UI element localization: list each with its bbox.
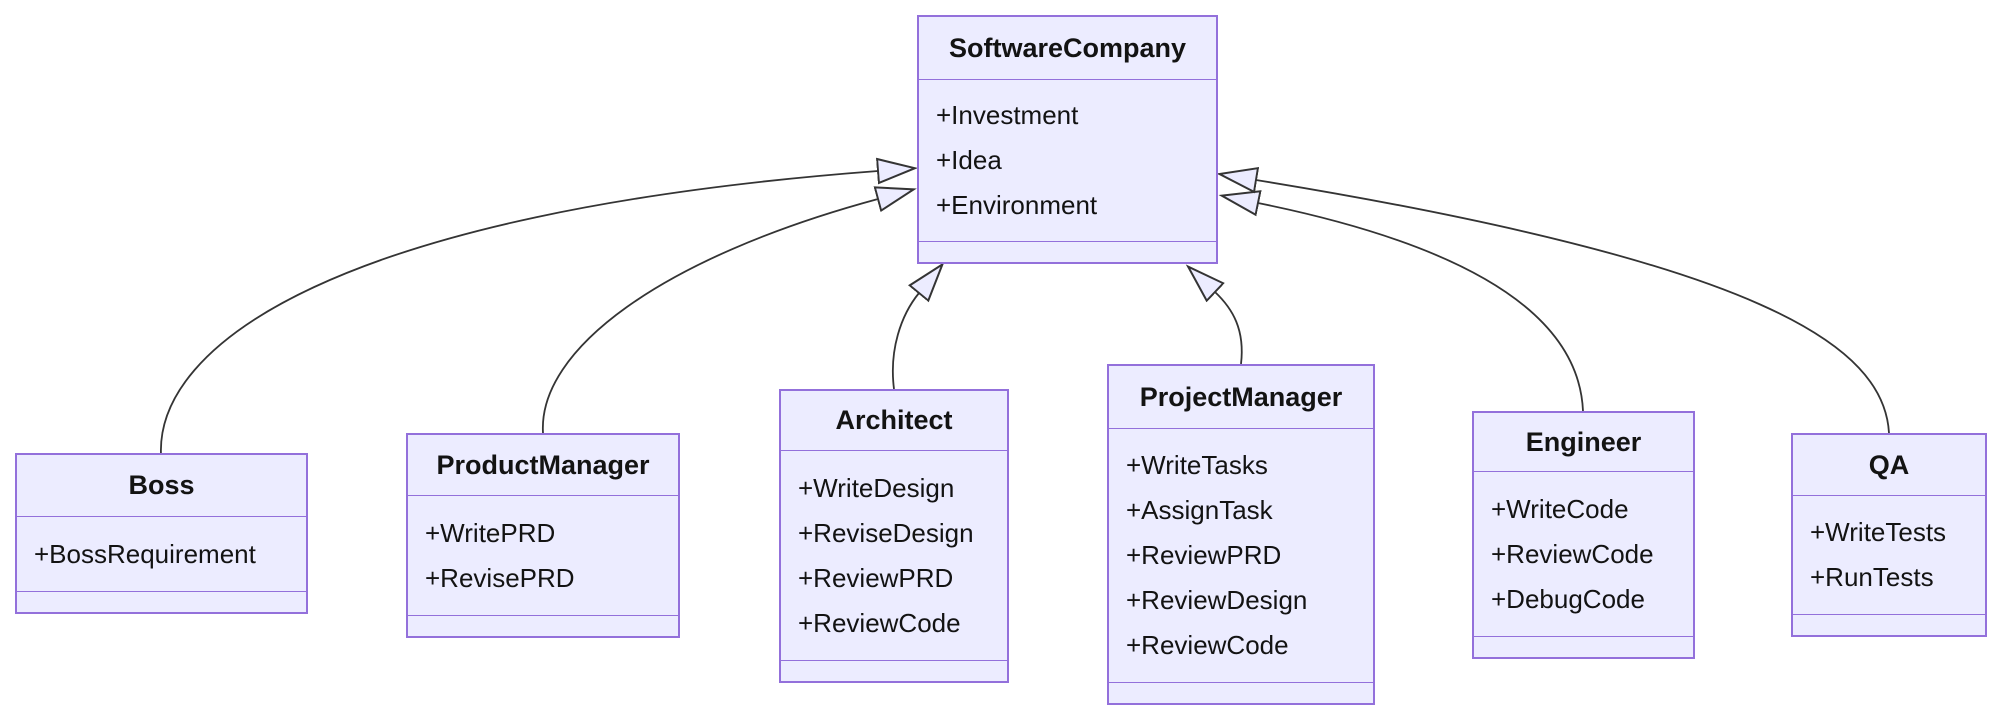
class-title: Architect: [781, 391, 1007, 451]
class-methods-empty: [17, 592, 306, 612]
class-methods-empty: [919, 242, 1216, 262]
edge-architect-to-softwarecompany: [891, 261, 945, 390]
class-title: ProjectManager: [1109, 366, 1373, 429]
edge-productmanager-to-softwarecompany: [542, 186, 917, 434]
class-members: +WriteDesign +ReviseDesign +ReviewPRD +R…: [781, 451, 1007, 661]
class-members: +BossRequirement: [17, 517, 306, 592]
class-member: +ReviewDesign: [1126, 585, 1308, 615]
class-title: QA: [1793, 435, 1985, 496]
class-member: +WriteTasks: [1126, 450, 1268, 480]
class-box-boss: Boss +BossRequirement: [15, 453, 308, 614]
class-member: +Investment: [936, 100, 1079, 130]
edge-projectmanager-to-softwarecompany: [1185, 264, 1243, 365]
class-methods-empty: [1793, 615, 1985, 635]
class-members: +WriteTests +RunTests: [1793, 496, 1985, 615]
class-member: +RevisePRD: [425, 562, 575, 593]
class-member: +DebugCode: [1491, 583, 1645, 614]
class-member: +WriteDesign: [798, 472, 955, 503]
class-title: Engineer: [1474, 413, 1693, 472]
class-member: +WriteCode: [1491, 493, 1629, 524]
class-member: +ReviewCode: [1491, 538, 1654, 569]
class-title: Boss: [17, 455, 306, 517]
class-members: +WritePRD +RevisePRD: [408, 496, 678, 616]
class-member: +Environment: [936, 190, 1098, 220]
class-member: +Idea: [936, 145, 1002, 175]
class-members: +WriteCode +ReviewCode +DebugCode: [1474, 472, 1693, 637]
class-title: ProductManager: [408, 435, 678, 496]
class-member: +AssignTask: [1126, 495, 1273, 525]
class-member: +ReviewPRD: [798, 562, 954, 593]
class-member: +WritePRD: [425, 517, 556, 548]
class-members: +Investment +Idea +Environment: [919, 80, 1216, 242]
class-methods-empty: [781, 661, 1007, 681]
class-member: +WriteTests: [1810, 517, 1947, 547]
class-members: +WriteTasks +AssignTask +ReviewPRD +Revi…: [1109, 429, 1373, 683]
class-box-architect: Architect +WriteDesign +ReviseDesign +Re…: [779, 389, 1009, 683]
class-member: +BossRequirement: [34, 538, 256, 569]
edge-boss-to-softwarecompany: [160, 157, 919, 456]
class-box-engineer: Engineer +WriteCode +ReviewCode +DebugCo…: [1472, 411, 1695, 659]
class-member: +ReviseDesign: [798, 517, 974, 548]
edge-engineer-to-softwarecompany: [1218, 190, 1584, 412]
class-methods-empty: [1474, 637, 1693, 657]
class-member: +ReviewCode: [1126, 630, 1289, 660]
class-box-projectmanager: ProjectManager +WriteTasks +AssignTask +…: [1107, 364, 1375, 705]
class-methods-empty: [408, 616, 678, 636]
class-box-softwarecompany: SoftwareCompany +Investment +Idea +Envir…: [917, 15, 1218, 264]
class-member: +ReviewCode: [798, 607, 961, 638]
class-member: +RunTests: [1810, 562, 1934, 592]
class-box-productmanager: ProductManager +WritePRD +RevisePRD: [406, 433, 680, 638]
class-title: SoftwareCompany: [919, 17, 1216, 80]
edge-qa-to-softwarecompany: [1216, 166, 1890, 434]
class-member: +ReviewPRD: [1126, 540, 1282, 570]
class-box-qa: QA +WriteTests +RunTests: [1791, 433, 1987, 637]
class-methods-empty: [1109, 683, 1373, 703]
